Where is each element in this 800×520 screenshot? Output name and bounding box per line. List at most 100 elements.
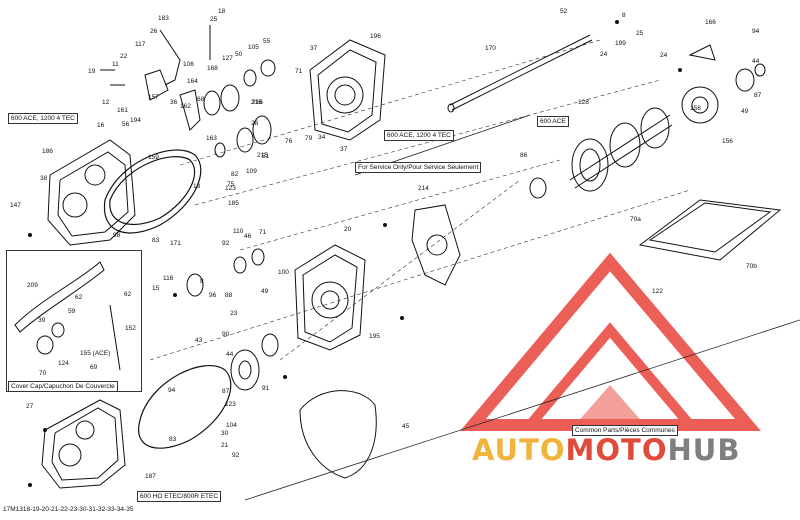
part-number-label: 157 [148, 94, 159, 101]
part-number-label: 104 [226, 422, 237, 429]
gearcase-housing-upper [309, 39, 386, 141]
gasket-ring-45 [299, 390, 377, 479]
watermark-logo-triangle [460, 252, 761, 431]
part-number-label: 83 [169, 436, 177, 443]
gear-stack-upper [203, 59, 276, 158]
bearing-plate-156 [681, 44, 766, 124]
cover-cap-inset [6, 250, 142, 392]
part-number-label: 94 [752, 28, 760, 35]
part-number-label: 46 [244, 233, 252, 240]
part-number-label: 87 [754, 92, 762, 99]
part-number-label: 37 [310, 45, 318, 52]
part-number-label: 62 [124, 291, 132, 298]
part-number-label: 51 [262, 153, 270, 160]
shift-linkage [100, 25, 211, 131]
part-number-label: 25 [636, 30, 644, 37]
part-number-label: 82 [231, 171, 239, 178]
part-number-label: 86 [520, 152, 528, 159]
part-number-label: 75 [227, 181, 235, 188]
part-number-label: 194 [130, 117, 141, 124]
part-number-label: 52 [560, 8, 568, 15]
part-number-label: 117 [135, 41, 146, 48]
part-number-label: 147 [10, 202, 21, 209]
part-number-label: 38 [40, 175, 48, 182]
part-number-label: 116 [163, 275, 174, 282]
part-number-label: 196 [370, 33, 381, 40]
part-number-label: 216 [251, 99, 262, 106]
callout-600ace-1200-left: 600 ACE, 1200 4 TEC [8, 113, 78, 124]
part-number-label: 68 [197, 96, 205, 103]
part-number-label: 83 [152, 237, 160, 244]
part-number-label: 28 [251, 120, 259, 127]
callout-service-only: For Service Only/Pour Service Seulement [355, 162, 482, 173]
part-number-label: 92 [222, 240, 230, 247]
part-number-label: 164 [187, 78, 198, 85]
part-number-label: 24 [600, 51, 608, 58]
part-number-label: 155 (ACE) [80, 350, 110, 357]
part-number-label: 39 [38, 317, 46, 324]
part-number-label: 90 [222, 331, 230, 338]
part-number-label: 43 [195, 337, 203, 344]
part-number-label: 168 [207, 65, 218, 72]
part-number-label: 70a [630, 216, 641, 223]
part-number-label: 96 [209, 292, 217, 299]
fasteners [28, 20, 682, 487]
part-number-label: 71 [295, 68, 303, 75]
track-slide-122 [638, 199, 782, 261]
part-number-label: 186 [42, 148, 53, 155]
part-number-label: 106 [183, 61, 194, 68]
part-number-label: 171 [170, 240, 181, 247]
part-number-label: 92 [232, 452, 240, 459]
part-number-label: 110 [233, 228, 244, 235]
part-number-label: 159 [148, 154, 159, 161]
part-number-label: 127 [222, 55, 233, 62]
assembly-guide-lines [149, 39, 691, 361]
watermark-moto: MOTO [565, 433, 668, 467]
gear-stack-lower [186, 248, 279, 391]
part-number-label: 69 [90, 364, 98, 371]
chaincase-cover-etec [41, 399, 126, 489]
part-number-label: 163 [206, 135, 217, 142]
part-number-label: 49 [261, 288, 269, 295]
part-number-label: 55 [263, 38, 271, 45]
part-number-label: 183 [158, 15, 169, 22]
watermark-automotohub: AUTOMOTOHUB [472, 433, 740, 467]
part-number-label: 124 [58, 360, 69, 367]
callout-cover-cap: Cover Cap/Capuchon De Couvercle [8, 381, 118, 392]
part-number-label: 59 [68, 308, 76, 315]
part-number-label: 70b [746, 263, 757, 270]
part-number-label: 88 [225, 292, 233, 299]
part-number-label: 152 [125, 325, 136, 332]
part-number-label: 214 [418, 185, 429, 192]
drive-shaft [447, 34, 593, 113]
part-number-label: 122 [652, 288, 663, 295]
part-number-label: 209 [27, 282, 38, 289]
callout-common-parts: Common Parts/Pièces Communes [572, 425, 678, 436]
callout-600ace: 600 ACE [537, 116, 569, 127]
part-number-label: 34 [318, 134, 326, 141]
part-number-label: 187 [145, 473, 156, 480]
watermark-hub: HUB [667, 433, 741, 467]
part-number-label: 91 [262, 385, 270, 392]
part-number-label: 70 [39, 370, 47, 377]
part-number-label: 109 [246, 168, 257, 175]
part-number-label: 94 [168, 387, 176, 394]
part-number-label: 22 [120, 53, 128, 60]
part-number-label: 37 [340, 146, 348, 153]
watermark-auto: AUTO [472, 433, 566, 467]
callout-600ace-1200-center: 600 ACE, 1200 4 TEC [384, 130, 454, 141]
part-number-label: 215 [257, 152, 268, 159]
part-number-label: 56 [122, 121, 130, 128]
part-number-label: 11 [112, 61, 119, 68]
part-number-label: 26 [150, 28, 158, 35]
part-number-label: 24 [660, 52, 668, 59]
part-number-label: 19 [88, 68, 96, 75]
part-number-label: 25 [210, 16, 218, 23]
gearcase-housing-lower [294, 244, 366, 351]
part-number-label: 123 [225, 401, 236, 408]
drive-chain-upper [103, 149, 202, 234]
part-number-label: 100 [278, 269, 289, 276]
part-number-label: 8 [200, 278, 204, 285]
